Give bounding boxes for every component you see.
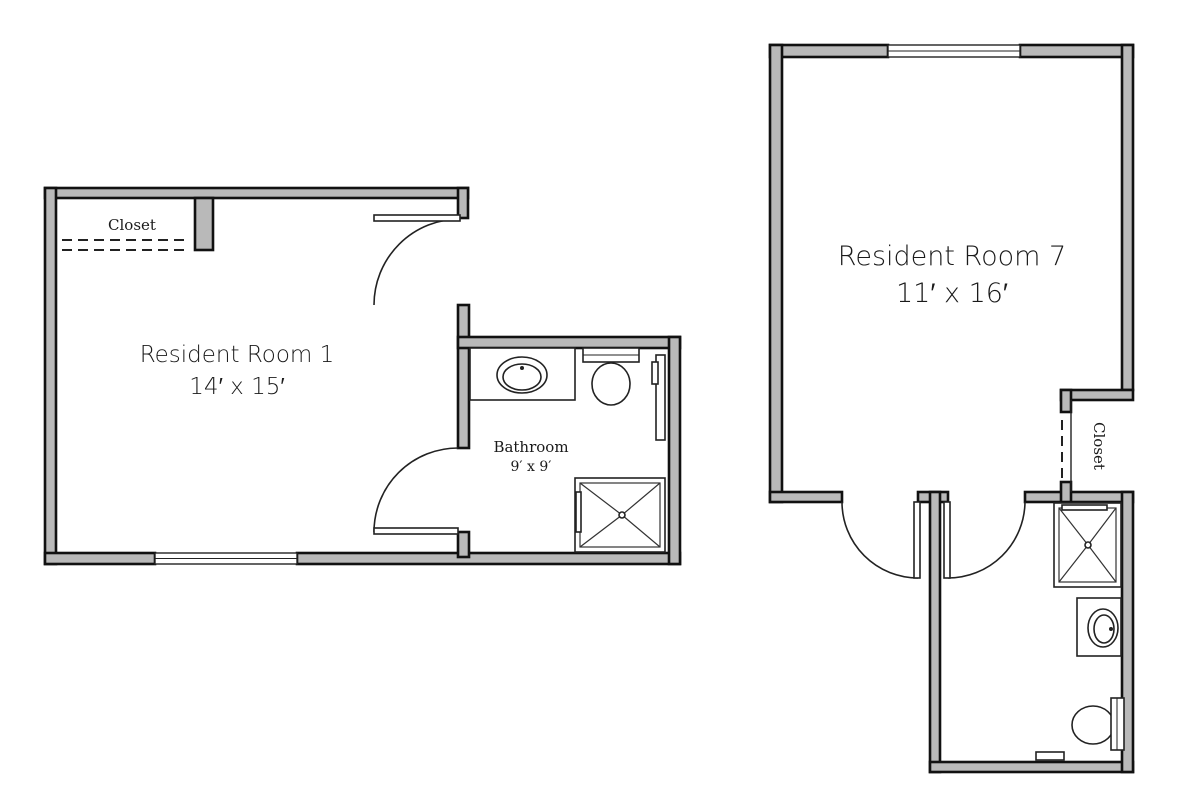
room-1-entry-door-swing xyxy=(373,218,461,306)
room-1-east-wall-lower xyxy=(456,530,471,559)
room-7-bath-door-swing xyxy=(947,501,1026,579)
room-1-plan: Closet Resident Room 1 14′ x 15′ Bathroo… xyxy=(43,186,682,566)
room-7-closet-label: Closet xyxy=(1090,422,1108,470)
room-7-shower-drain-icon xyxy=(1084,541,1092,549)
room-7-plan: Resident Room 7 11′ x 16′ Closet xyxy=(768,43,1135,774)
room-1-closet-label: Closet xyxy=(108,216,156,234)
room-7-entry-door-swing xyxy=(841,501,919,579)
bathroom-door-leaf xyxy=(373,527,459,535)
room-1-east-wall xyxy=(456,303,471,450)
room-7-toilet-icon xyxy=(1071,705,1115,745)
toilet-icon xyxy=(591,362,631,406)
room-1-bottom-wall-left xyxy=(43,551,157,566)
room-1-size: 14′ x 15′ xyxy=(189,374,284,400)
shower-drain-icon xyxy=(618,511,626,519)
room-7-name: Resident Room 7 xyxy=(838,241,1066,272)
room-1-top-right-return xyxy=(456,186,470,220)
bathroom-top-wall xyxy=(456,335,682,350)
room-1-bottom-wall-right xyxy=(295,551,682,566)
bathroom-door-swing xyxy=(373,447,459,533)
room-1-left-wall xyxy=(43,186,58,566)
room-7-entry-door-leaf xyxy=(913,501,921,579)
bathroom-size: 9′ x 9′ xyxy=(511,459,552,475)
room-7-top-wall-right xyxy=(1018,43,1135,59)
room-7-closet-return xyxy=(1059,388,1073,414)
room-7-bath-right-wall xyxy=(1120,490,1135,774)
room-7-bath-door-leaf xyxy=(943,501,951,579)
closet-partition xyxy=(193,196,215,252)
grab-bar xyxy=(655,354,666,441)
room-7-right-wall xyxy=(1120,43,1135,392)
bathroom-name: Bathroom xyxy=(493,438,568,456)
room-1-name: Resident Room 1 xyxy=(140,342,335,368)
room-7-bottom-wall-right xyxy=(1023,490,1135,504)
room-1-top-wall xyxy=(43,186,470,200)
room-7-grab-bar xyxy=(1035,751,1065,761)
room-7-left-wall xyxy=(768,43,784,504)
room-7-bath-bottom-wall xyxy=(928,760,1135,774)
room-7-top-wall-left xyxy=(768,43,890,59)
room-1-entry-door-leaf xyxy=(373,214,461,222)
room-7-size: 11′ x 16′ xyxy=(896,278,1008,309)
room-7-bath-left-wall xyxy=(928,490,942,774)
bathroom-right-wall xyxy=(667,335,682,566)
room-7-bottom-wall-left xyxy=(768,490,844,504)
